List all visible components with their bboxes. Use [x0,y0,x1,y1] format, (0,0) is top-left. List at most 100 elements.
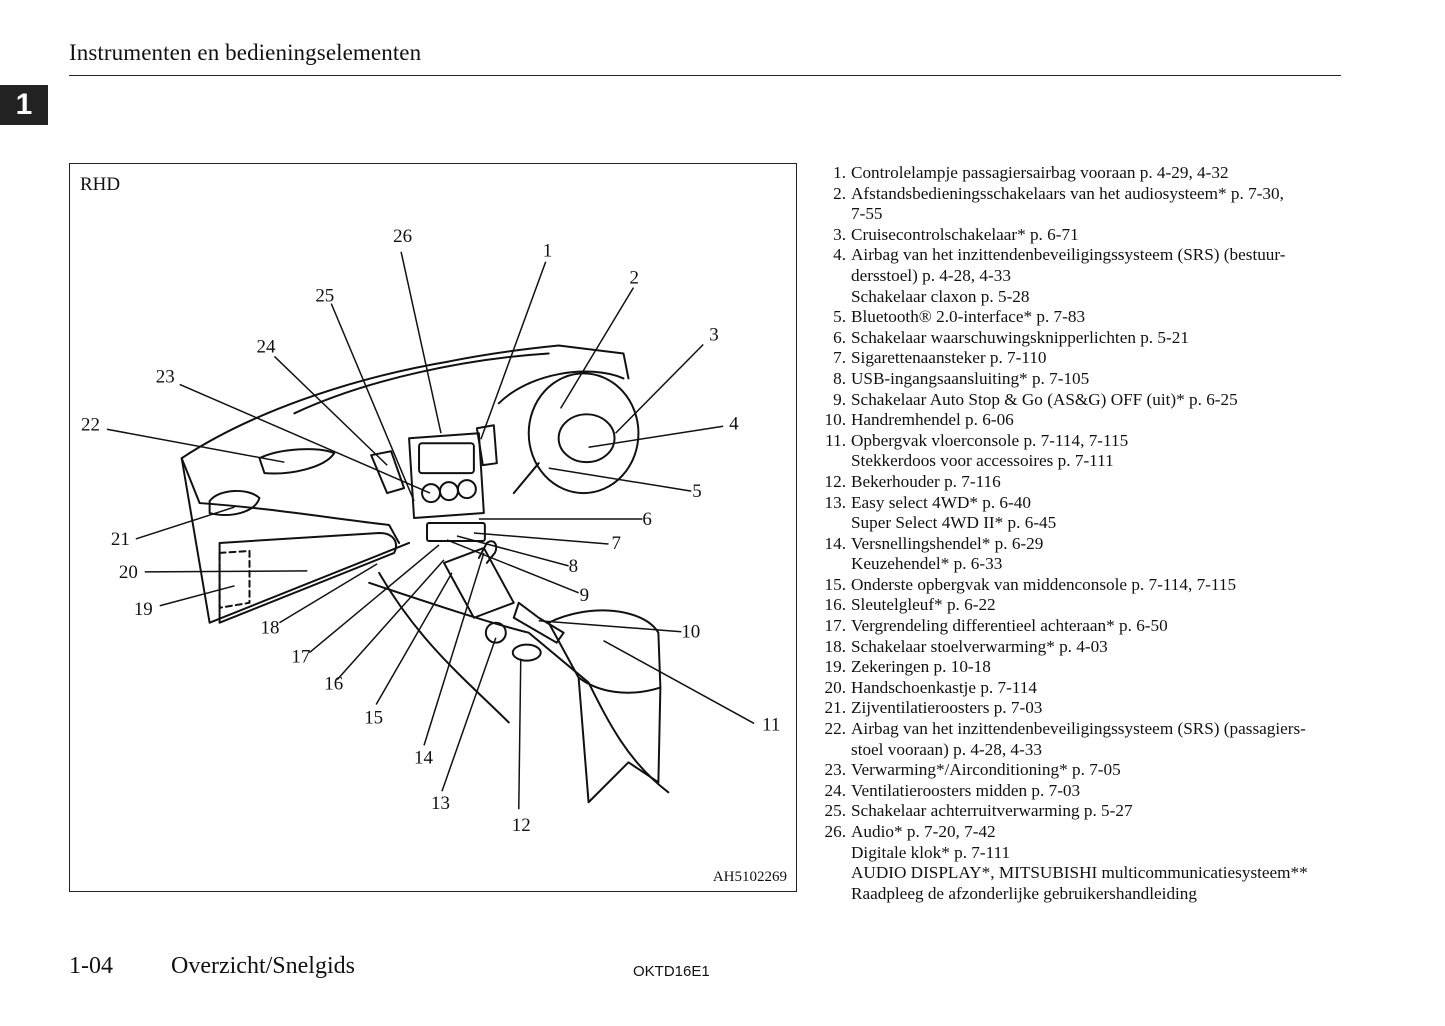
legend-item: 24.Ventilatieroosters midden p. 7-03 [812,781,1347,802]
legend-text: Schakelaar achterruitverwarming p. 5-27 [846,801,1133,822]
footer-section: Overzicht/Snelgids [171,953,355,979]
callout-20: 20 [119,562,138,583]
legend-line: Zijventilatieroosters p. 7-03 [851,698,1043,718]
legend-item: 1.Controlelampje passagiersairbag vooraa… [812,163,1347,184]
callout-23: 23 [156,366,175,387]
steering-wheel [527,372,640,495]
legend-item: 8.USB-ingangsaansluiting* p. 7-105 [812,369,1347,390]
legend-line: Schakelaar stoelverwarming* p. 4-03 [851,636,1108,656]
leader-4 [588,425,724,448]
legend-number: 3. [833,224,846,244]
legend-number: 8. [833,368,846,388]
legend-line: AUDIO DISPLAY*, MITSUBISHI multicommunic… [851,863,1308,883]
legend-line: Keuzehendel* p. 6-33 [851,554,1003,574]
callout-10: 10 [681,622,700,643]
legend-text: Airbag van het inzittendenbeveiligingssy… [846,719,1306,760]
legend-item: 6.Schakelaar waarschuwingsknipperlichten… [812,328,1347,349]
legend-number: 19. [824,657,846,677]
leader-13 [441,637,497,792]
leader-26 [400,251,442,434]
center-vent-left [370,450,406,495]
legend-line: Airbag van het inzittendenbeveiligingssy… [851,245,1286,265]
legend-text: Bluetooth® 2.0-interface* p. 7-83 [846,307,1085,328]
callout-18: 18 [260,618,279,639]
legend-line: Schakelaar achterruitverwarming p. 5-27 [851,801,1133,821]
dash-left [180,457,411,624]
legend-number: 24. [824,780,846,800]
footer-page-number: 1-04 [69,953,113,979]
legend-text: Sigarettenaansteker p. 7-110 [846,348,1047,369]
legend-item: 17.Vergrendeling differentieel achteraan… [812,616,1347,637]
legend-line: Controlelampje passagiersairbag vooraan … [851,163,1229,182]
header-title: Instrumenten en bedieningselementen [69,40,422,65]
legend-item: 23.Verwarming*/Airconditioning* p. 7-05 [812,760,1347,781]
legend-line: Handremhendel p. 6-06 [851,410,1014,430]
header-rule [69,75,1341,76]
legend-line: Opbergvak vloerconsole p. 7-114, 7-115 [851,430,1129,450]
callout-9: 9 [580,585,589,606]
legend-line: Schakelaar claxon p. 5-28 [851,286,1030,306]
legend-line: Stekkerdoos voor accessoires p. 7-111 [851,451,1114,471]
callout-24: 24 [256,336,275,357]
legend-line: Zekeringen p. 10-18 [851,657,991,677]
figure-code: AH5102269 [712,869,787,885]
legend-number: 13. [824,492,846,512]
legend-number: 26. [824,822,846,841]
legend-text: Handschoenkastje p. 7-114 [846,678,1037,699]
legend-item: 16.Sleutelgleuf* p. 6-22 [812,595,1347,616]
legend-item: 3.Cruisecontrolschakelaar* p. 6-71 [812,225,1347,246]
legend-text: Zekeringen p. 10-18 [846,657,991,678]
hvac-knob-right [456,479,477,500]
legend-line: Ventilatieroosters midden p. 7-03 [851,780,1081,800]
legend-text: Schakelaar Auto Stop & Go (AS&G) OFF (ui… [846,390,1238,411]
legend-item: 9.Schakelaar Auto Stop & Go (AS&G) OFF (… [812,390,1347,411]
leader-16 [336,559,445,681]
callout-4: 4 [729,413,739,434]
gear-lever [477,540,498,564]
legend-item: 12.Bekerhouder p. 7-116 [812,472,1347,493]
legend-list: 1.Controlelampje passagiersairbag vooraa… [812,163,1347,904]
legend-number: 4. [833,245,846,265]
legend-number: 20. [824,677,846,697]
leader-5 [548,467,692,492]
callout-25: 25 [315,286,334,307]
leader-25 [330,303,415,502]
legend-item: 21.Zijventilatieroosters p. 7-03 [812,698,1347,719]
legend-item: 7.Sigarettenaansteker p. 7-110 [812,348,1347,369]
legend-text: Bekerhouder p. 7-116 [846,472,1001,493]
glovebox [218,531,397,624]
legend-number: 2. [833,183,846,203]
legend-text: Schakelaar stoelverwarming* p. 4-03 [846,637,1108,658]
legend-item: 4.Airbag van het inzittendenbeveiligings… [812,245,1347,307]
callout-15: 15 [364,707,383,728]
legend-number: 15. [824,574,846,594]
legend-line: stoel vooraan) p. 4-28, 4-33 [851,739,1042,759]
legend-line: Bluetooth® 2.0-interface* p. 7-83 [851,307,1086,327]
callout-19: 19 [134,599,153,620]
dashboard-illustration: 26 1 25 2 24 3 23 22 4 5 21 6 7 20 8 19 … [81,226,780,836]
callout-26: 26 [393,226,412,247]
side-vent [208,489,261,516]
legend-line: Airbag van het inzittendenbeveiligingssy… [851,719,1306,739]
legend-item: 5.Bluetooth® 2.0-interface* p. 7-83 [812,307,1347,328]
callout-16: 16 [324,674,343,695]
legend-text: Schakelaar waarschuwingsknipperlichten p… [846,328,1189,349]
leader-15 [375,572,453,705]
leader-1 [480,261,547,440]
legend-text: Controlelampje passagiersairbag vooraan … [846,163,1229,184]
legend-number: 21. [824,698,846,718]
legend-line: Digitale klok* p. 7-111 [851,842,1011,862]
legend-item: 25.Schakelaar achterruitverwarming p. 5-… [812,801,1347,822]
legend-line: Raadpleeg de afzonderlijke gebruikershan… [851,883,1197,903]
legend-text: Verwarming*/Airconditioning* p. 7-05 [846,760,1121,781]
legend-text: Airbag van het inzittendenbeveiligingssy… [846,245,1286,307]
center-stack [408,432,485,520]
leader-9 [446,539,579,594]
leader-17 [308,544,440,654]
leader-8 [456,535,569,567]
